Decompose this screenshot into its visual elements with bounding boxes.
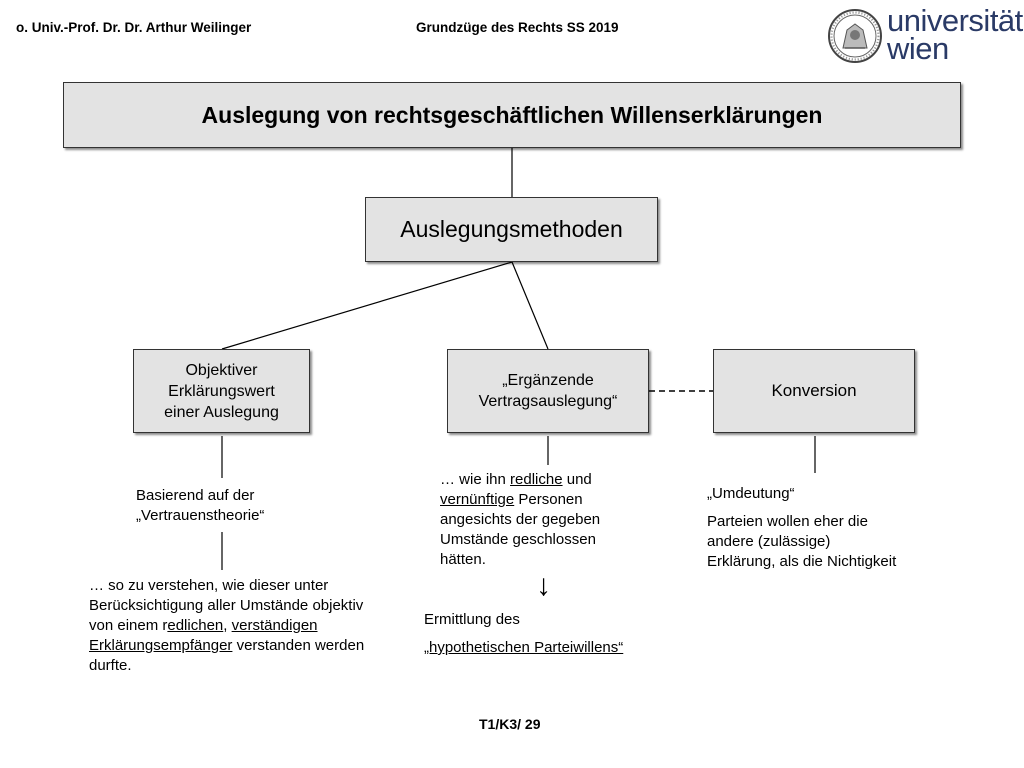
university-logo: universität wien	[827, 5, 1023, 66]
expl-line-4: Erklärungsempfänger verstanden werden	[89, 637, 365, 654]
conversion-explanation: Parteien wollen eher die andere (zulässi…	[707, 512, 896, 572]
supplementary-line-1: „Ergänzende	[502, 372, 594, 389]
logo-word-wien: wien	[887, 31, 949, 66]
supplementary-line-2: Vertragsauslegung“	[478, 393, 618, 410]
slide-number: T1/K3/ 29	[479, 716, 541, 732]
supplementary-explanation: … wie ihn redliche und vernünftige Perso…	[440, 470, 600, 570]
mid-line-2: vernünftige Personen	[440, 491, 583, 508]
result-line-2: „hypothetischen Parteiwillens“	[424, 639, 624, 656]
conversion-label: Konversion	[771, 381, 857, 400]
mid-line-1: … wie ihn redliche und	[440, 471, 592, 488]
right-line-2: andere (zulässige)	[707, 533, 831, 550]
umdeutung-term: „Umdeutung“	[707, 485, 795, 502]
term-erklaerungsempfaenger: Erklärungsempfänger	[89, 637, 233, 654]
methods-label: Auslegungsmethoden	[400, 216, 623, 242]
conversion-box: Konversion	[713, 349, 915, 433]
diagram-title: Auslegung von rechtsgeschäftlichen Wille…	[201, 101, 823, 128]
term-redliche: redliche	[510, 471, 563, 488]
objective-line-1: Objektiver	[185, 361, 258, 379]
objective-line-2: Erklärungswert	[168, 382, 275, 400]
down-arrow-icon: ↓	[536, 569, 551, 602]
term-vernuenftige: vernünftige	[440, 491, 515, 508]
basis-text: Basierend auf der „Vertrauenstheorie“	[136, 486, 264, 526]
result-line-1: Ermittlung des	[424, 611, 520, 628]
expl-line-3: von einem redlichen, verständigen	[89, 617, 318, 634]
right-line-3: Erklärung, als die Nichtigkeit	[707, 553, 897, 570]
right-line-1: Parteien wollen eher die	[707, 513, 868, 530]
author-name: o. Univ.-Prof. Dr. Dr. Arthur Weilinger	[16, 20, 252, 35]
objective-explanation: … so zu verstehen, wie dieser unter Berü…	[89, 576, 364, 676]
expl-line-2: Berücksichtigung aller Umstände objektiv	[89, 597, 364, 614]
objective-line-3: einer Auslegung	[164, 403, 279, 421]
methods-box: Auslegungsmethoden	[365, 197, 658, 262]
term-verstaendigen: verständigen	[231, 617, 318, 634]
logo-word-universitaet: universität	[887, 3, 1023, 38]
basis-line-1: Basierend auf der	[136, 487, 255, 504]
term-redlichen: edlichen	[167, 617, 224, 634]
mid-line-5: hätten.	[440, 551, 486, 568]
supplementary-box: „Ergänzende Vertragsauslegung“	[447, 349, 649, 433]
university-seal-icon	[828, 9, 882, 63]
basis-line-2: „Vertrauenstheorie“	[136, 507, 265, 524]
mid-line-3: angesichts der gegeben	[440, 511, 601, 528]
expl-line-1: … so zu verstehen, wie dieser unter	[89, 577, 329, 594]
course-title: Grundzüge des Rechts SS 2019	[416, 20, 619, 35]
mid-line-4: Umstände geschlossen	[440, 531, 596, 548]
title-box: Auslegung von rechtsgeschäftlichen Wille…	[63, 82, 961, 148]
objective-box: Objektiver Erklärungswert einer Auslegun…	[133, 349, 310, 433]
expl-line-5: durfte.	[89, 657, 132, 674]
